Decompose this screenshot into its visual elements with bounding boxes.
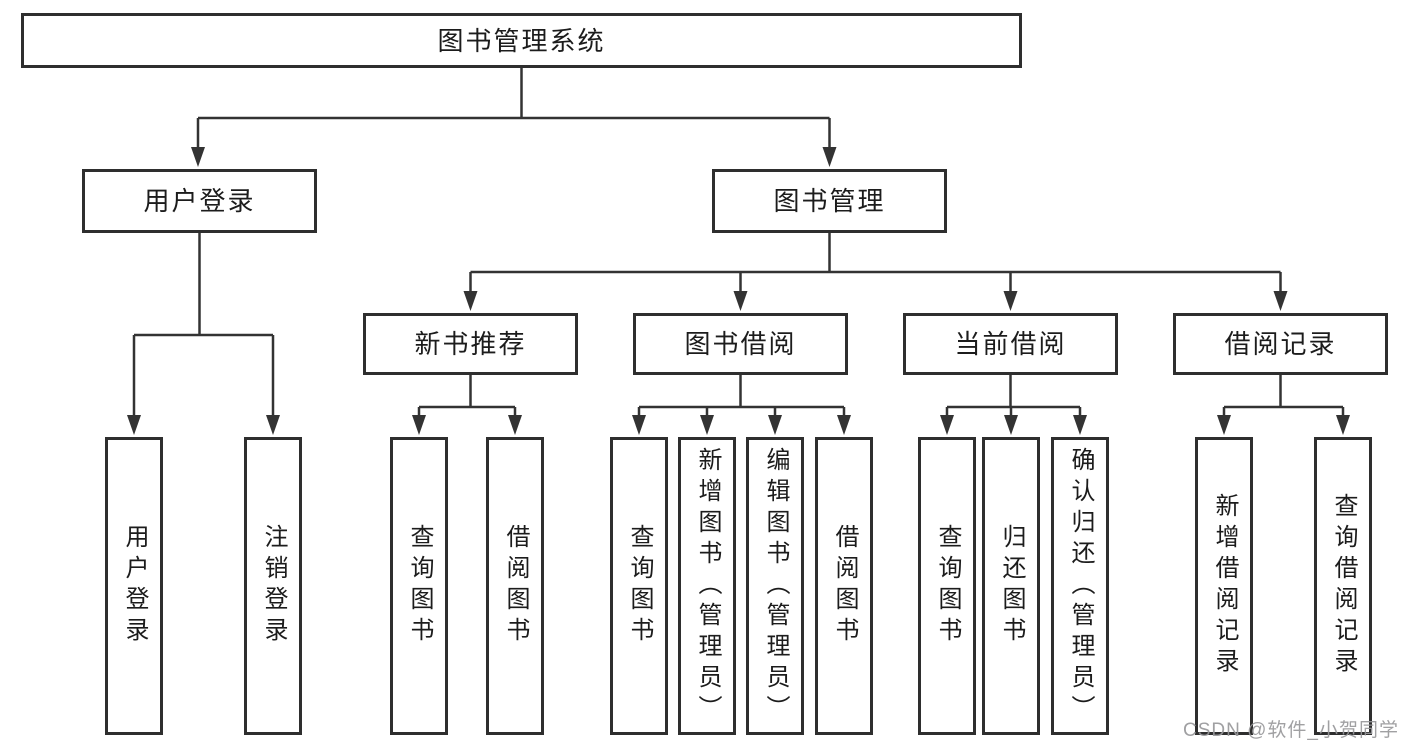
leaf-records-query-borrow-record: 查询借阅记录 (1314, 437, 1372, 735)
leaf-records-add-borrow-record: 新增借阅记录 (1195, 437, 1253, 735)
leaf-recommend-borrow-books: 借阅图书 (486, 437, 544, 735)
leaf-logout: 注销登录 (244, 437, 302, 735)
leaf-borrow-query-books: 查询图书 (610, 437, 668, 735)
node-borrowing-records: 借阅记录 (1173, 313, 1388, 375)
node-current-borrowing: 当前借阅 (903, 313, 1118, 375)
arrowhead-icons (127, 147, 1350, 435)
node-new-book-recommendation: 新书推荐 (363, 313, 578, 375)
node-book-borrowing: 图书借阅 (633, 313, 848, 375)
leaf-borrow-borrow-books: 借阅图书 (815, 437, 873, 735)
node-book-management: 图书管理 (712, 169, 947, 233)
leaf-current-return-books: 归还图书 (982, 437, 1040, 735)
csdn-watermark: CSDN @软件_小贺同学 (1183, 720, 1399, 741)
leaf-current-query-books: 查询图书 (918, 437, 976, 735)
leaf-recommend-query-books: 查询图书 (390, 437, 448, 735)
leaf-user-login: 用户登录 (105, 437, 163, 735)
leaf-borrow-add-books-admin: 新增图书（管理员） (678, 437, 736, 735)
leaf-current-confirm-return-admin: 确认归还（管理员） (1051, 437, 1109, 735)
leaf-borrow-edit-books-admin: 编辑图书（管理员） (746, 437, 804, 735)
node-user-login: 用户登录 (82, 169, 317, 233)
node-library-management-system: 图书管理系统 (21, 13, 1022, 68)
